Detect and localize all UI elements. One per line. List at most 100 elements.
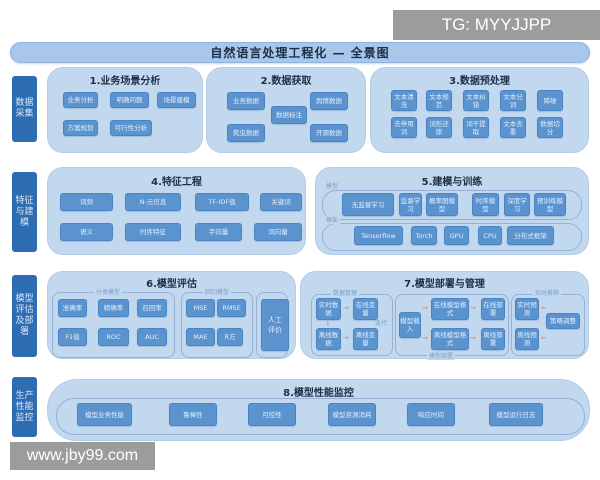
chip-ngram-info: N-元信息 <box>125 193 181 211</box>
panel-title: 1.业务场景分析 <box>89 76 161 87</box>
panel-title: 3.数据预处理 <box>449 76 510 87</box>
chip-sequence-model: 时序模型 <box>472 193 499 216</box>
arrow-down-icon: ↓ <box>325 319 331 327</box>
chip-temporal-features: 时序特征 <box>125 223 181 241</box>
chip-runtime-logs: 模型运行日志 <box>489 403 543 426</box>
chip-distributed-framework: 分布式框架 <box>507 226 554 245</box>
chip-define-problem: 明确问题 <box>110 92 149 108</box>
panel-title: 8.模型性能监控 <box>283 388 354 399</box>
chip-offline-data: 离线数据 <box>316 328 341 350</box>
chip-char-vector: 字向量 <box>195 223 242 241</box>
page-title: 自然语言处理工程化 — 全景图 <box>10 42 590 63</box>
stage-label-data-collection: 数据采集 <box>12 76 37 142</box>
panel-modeling-training: 5.建模与训练 模型 无监督学习 监督学习 概率图模型 时序模型 深度学习 预训… <box>315 167 589 255</box>
chip-strategy-adjustment: 策略调整 <box>546 313 580 329</box>
chip-model-loading: 模型载入 <box>399 312 421 338</box>
group-label-model-deployment: 模型部署 <box>427 351 456 360</box>
chip-crawler-data: 爬虫数据 <box>227 124 265 142</box>
stage-label-eval-deploy: 模型评估及部署 <box>12 275 37 357</box>
chip-response-time: 响应时间 <box>407 403 455 426</box>
chip-roc: ROC <box>98 328 129 346</box>
arrow-right-icon: → <box>422 304 428 312</box>
chip-manual-evaluation: 人工评价 <box>261 299 289 351</box>
chip-deep-learning: 深度学习 <box>504 193 530 216</box>
panel-data-preprocessing: 3.数据预处理 文本清洗 文本规范 文本纠错 文本分词 降噪 去停用词 词形还原… <box>370 67 589 153</box>
chip-cpu: CPU <box>478 226 502 245</box>
lane-monitoring <box>56 398 585 435</box>
chip-text-normalization: 文本规范 <box>426 90 452 111</box>
chip-offline-deployment: 离线部署 <box>481 328 505 350</box>
chip-semantics: 语义 <box>60 223 113 241</box>
chip-gpu: GPU <box>444 226 469 245</box>
chip-r-squared: R方 <box>217 328 243 346</box>
chip-offline-prediction: 离线预测 <box>515 328 539 350</box>
chip-mae: MAE <box>186 328 215 346</box>
chip-f1: F1值 <box>58 328 87 346</box>
panel-model-evaluation: 6.模型评估 分类模型 准确率 精确率 召回率 F1值 ROC AUC 回归模型… <box>47 271 296 359</box>
panel-title: 7.模型部署与管理 <box>404 279 485 290</box>
chip-data-annotation: 数据标注 <box>271 106 307 124</box>
chip-recall: 召回率 <box>137 299 167 317</box>
stage-label-feature-modeling: 特征与建模 <box>12 172 37 252</box>
chip-business-performance: 模型业务性能 <box>77 403 132 426</box>
group-label-regression: 回归模型 <box>203 287 232 296</box>
chip-keywords: 关键词 <box>260 193 302 211</box>
chip-tfidf: TF-IDF值 <box>195 193 249 211</box>
panel-title: 6.模型评估 <box>146 279 197 290</box>
arrow-left-icon: ← <box>541 304 547 312</box>
chip-realtime-data: 实时数据 <box>316 298 341 320</box>
panel-deployment-management: 7.模型部署与管理 数据管理 实时数据 在线变量 离线数据 离线变量 → → ↓… <box>300 271 589 360</box>
chip-text-correction: 文本纠错 <box>463 90 489 111</box>
stage-label-production-monitoring: 生产性能监控 <box>12 377 37 437</box>
chip-business-data: 业务数据 <box>227 92 265 110</box>
chip-offline-model-format: 离线模型格式 <box>431 328 469 350</box>
chip-scenario-modeling: 场景建模 <box>157 92 196 108</box>
arrow-right-icon: → <box>470 304 476 312</box>
panel-title: 2.数据获取 <box>260 76 312 87</box>
panel-performance-monitoring: 8.模型性能监控 模型业务性能 鲁棒性 可控性 模型资源消耗 响应时间 模型运行… <box>47 379 590 441</box>
chip-precision: 精确率 <box>98 299 129 317</box>
arrow-right-icon: → <box>422 334 428 342</box>
chip-sentiment-data: 舆情数据 <box>310 92 348 110</box>
arrow-right-icon: → <box>343 334 349 342</box>
chip-solution-planning: 方案规划 <box>63 120 98 136</box>
panel-title: 5.建模与训练 <box>421 177 483 188</box>
chip-resource-consumption: 模型资源消耗 <box>328 403 376 426</box>
arrow-right-icon: → <box>343 304 349 312</box>
arrow-right-icon: → <box>470 334 476 342</box>
panel-feature-engineering: 4.特征工程 词频 N-元信息 TF-IDF值 关键词 语义 时序特征 字向量 … <box>47 167 306 255</box>
chip-online-model-format: 在线模型格式 <box>431 298 469 320</box>
chip-auc: AUC <box>137 328 167 346</box>
watermark-bottom: www.jby99.com <box>10 442 155 470</box>
chip-stemming: 词干提取 <box>463 117 489 138</box>
lane-label-frameworks: 框架 <box>324 215 341 224</box>
chip-mse: MSE <box>186 299 215 317</box>
chip-torch: Torch <box>411 226 437 245</box>
lane-frameworks <box>322 223 582 251</box>
chip-robustness: 鲁棒性 <box>169 403 217 426</box>
group-label-realtime-recommendation: 实时推荐 <box>533 288 562 297</box>
chip-unsupervised-learning: 无监督学习 <box>342 193 394 216</box>
chip-remove-stopwords: 去停用词 <box>391 117 417 138</box>
chip-word-vector: 词向量 <box>254 223 302 241</box>
lane-models <box>322 190 582 220</box>
chip-pretrained-model: 预训练模型 <box>534 193 566 216</box>
chip-text-cleaning: 文本清洗 <box>391 90 417 111</box>
chip-business-analysis: 业务分析 <box>63 92 98 108</box>
chip-accuracy: 准确率 <box>58 299 87 317</box>
lane-label-models: 模型 <box>324 181 341 190</box>
chip-rmse: RMSE <box>217 299 246 317</box>
chip-term-frequency: 词频 <box>60 193 113 211</box>
chip-lemmatization: 词形还原 <box>426 117 452 138</box>
group-label-data-management: 数据管理 <box>331 288 360 297</box>
chip-offline-variables: 离线变量 <box>353 328 378 350</box>
chip-online-variables: 在线变量 <box>353 298 378 320</box>
panel-data-acquisition: 2.数据获取 业务数据 数据标注 舆情数据 爬虫数据 开源数据 <box>206 67 366 153</box>
chip-supervised-learning: 监督学习 <box>399 193 422 216</box>
panel-business-analysis: 1.业务场景分析 业务分析 明确问题 场景建模 方案规划 可行性分析 <box>47 67 203 153</box>
chip-open-source-data: 开源数据 <box>310 124 348 142</box>
chip-data-split: 数据切分 <box>537 117 563 138</box>
chip-text-segmentation: 文本分词 <box>500 90 526 111</box>
arrow-left-icon: ← <box>541 334 547 342</box>
chip-controllability: 可控性 <box>248 403 296 426</box>
